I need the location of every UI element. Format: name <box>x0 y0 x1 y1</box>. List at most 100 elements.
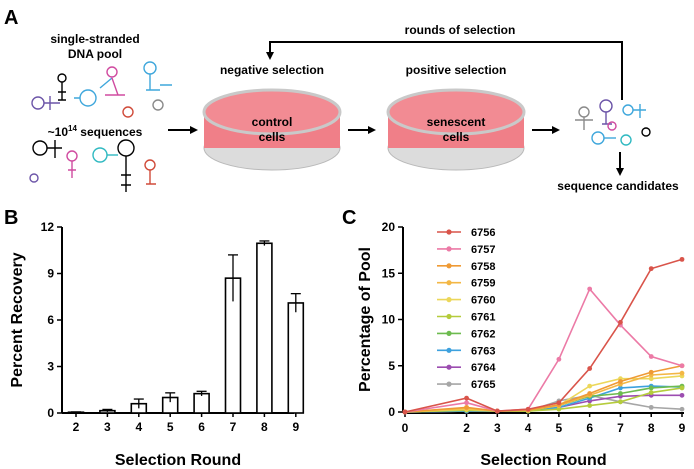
legend-marker-6757 <box>446 246 452 252</box>
aptamer-loop-icon <box>591 131 605 145</box>
aptamer-loop-icon <box>32 140 48 156</box>
aptamer-loop-icon <box>143 61 157 75</box>
data-point-6757 <box>587 286 593 292</box>
legend-marker-6763 <box>446 347 452 353</box>
data-point-6757 <box>464 400 469 406</box>
panel-a: A single-stranded DNA pool <box>4 7 679 193</box>
sequence-candidates-label: sequence candidates <box>557 179 679 193</box>
data-point-6757 <box>648 354 654 359</box>
data-point-6756 <box>402 409 408 415</box>
aptamer-loop-icon <box>607 121 617 131</box>
x-tick-label: 0 <box>402 421 409 435</box>
data-point-6756 <box>618 319 623 325</box>
data-point-6761 <box>648 390 654 395</box>
x-tick-label: 4 <box>135 420 142 434</box>
y-tick-label: 6 <box>47 313 54 327</box>
data-point-6757 <box>679 363 685 369</box>
data-point-6764 <box>679 392 685 398</box>
y-tick-label: 12 <box>41 220 55 234</box>
data-point-6756 <box>679 256 685 262</box>
legend-label-6760: 6760 <box>471 295 495 307</box>
legend-marker-6756 <box>446 229 452 235</box>
aptamer-loop-icon <box>92 147 108 163</box>
aptamer-loop-icon <box>66 150 78 162</box>
data-point-6761 <box>556 406 562 412</box>
legend-marker-6759 <box>446 280 452 286</box>
legend-label-6764: 6764 <box>471 362 496 374</box>
sequence-count-label: ~1014 sequences <box>48 124 143 139</box>
senescent-dish-label-2: cells <box>443 130 470 144</box>
x-tick-label: 3 <box>494 421 501 435</box>
negative-selection-title: negative selection <box>220 63 324 77</box>
x-tick-label: 5 <box>167 420 174 434</box>
x-tick-label: 2 <box>73 420 80 434</box>
y-axis-label: Percent Recovery <box>9 252 26 387</box>
y-tick-label: 0 <box>388 405 395 419</box>
bar <box>193 392 210 414</box>
data-point-6760 <box>587 383 593 389</box>
y-tick-label: 3 <box>47 360 54 374</box>
x-tick-label: 4 <box>525 421 532 435</box>
control-dish-label-2: cells <box>259 130 286 144</box>
x-axis-label: Selection Round <box>115 452 241 469</box>
data-point-6760 <box>648 376 654 382</box>
data-point-6758 <box>618 379 623 384</box>
x-tick-label: 2 <box>463 421 470 435</box>
pool-title-line-2: DNA pool <box>68 47 122 61</box>
x-tick-label: 7 <box>617 421 624 435</box>
senescent-dish-label-1: senescent <box>427 115 486 129</box>
x-tick-label: 3 <box>104 420 111 434</box>
data-point-6758 <box>464 404 469 410</box>
legend-marker-6764 <box>446 364 452 370</box>
data-point-6756 <box>587 366 593 371</box>
rounds-loop-arrow <box>266 41 623 100</box>
aptamer-loop-icon <box>106 66 118 78</box>
panel-c-letter: C <box>342 207 356 229</box>
x-tick-label: 7 <box>230 420 237 434</box>
senescent-cells-dish: senescent cells <box>386 88 526 171</box>
aptamer-loop-icon <box>578 106 590 118</box>
y-tick-label: 9 <box>47 267 54 281</box>
data-point-6756 <box>464 395 469 401</box>
legend-marker-6762 <box>446 330 452 336</box>
legend-marker-6765 <box>446 381 452 387</box>
aptamer-loop-icon <box>622 104 634 116</box>
y-tick-label: 15 <box>382 266 396 280</box>
aptamer-loop-icon <box>57 73 67 83</box>
aptamer-loop-icon <box>152 99 164 111</box>
legend-label-6757: 6757 <box>471 244 495 256</box>
data-point-6761 <box>618 399 623 405</box>
data-point-6756 <box>556 400 562 406</box>
data-point-6756 <box>525 406 531 412</box>
x-tick-label: 8 <box>648 421 655 435</box>
legend-label-6762: 6762 <box>471 328 495 340</box>
legend-label-6758: 6758 <box>471 261 495 273</box>
aptamer-pool-illustration <box>29 61 172 192</box>
data-point-6761 <box>679 385 685 391</box>
control-dish-label-1: control <box>252 115 293 129</box>
rounds-of-selection-label: rounds of selection <box>405 23 516 37</box>
data-point-6762 <box>648 385 654 391</box>
data-point-6761 <box>587 403 593 408</box>
data-point-6756 <box>494 408 500 414</box>
bar <box>256 242 273 414</box>
x-tick-label: 9 <box>292 420 299 434</box>
data-point-6765 <box>648 404 654 410</box>
legend-marker-6760 <box>446 297 452 303</box>
data-point-6765 <box>679 406 685 412</box>
data-point-6758 <box>648 369 654 375</box>
pool-title-line-1: single-stranded <box>50 32 139 46</box>
aptamer-loop-icon <box>122 106 134 118</box>
panel-b-letter: B <box>4 207 18 229</box>
data-point-6757 <box>556 356 562 362</box>
legend-marker-6758 <box>446 263 452 269</box>
x-tick-label: 6 <box>586 421 593 435</box>
x-axis-label: Selection Round <box>480 452 606 469</box>
data-point-6759 <box>679 370 685 376</box>
aptamer-loop-icon <box>117 139 135 157</box>
aptamer-loop-icon <box>144 159 156 171</box>
x-tick-label: 5 <box>556 421 563 435</box>
